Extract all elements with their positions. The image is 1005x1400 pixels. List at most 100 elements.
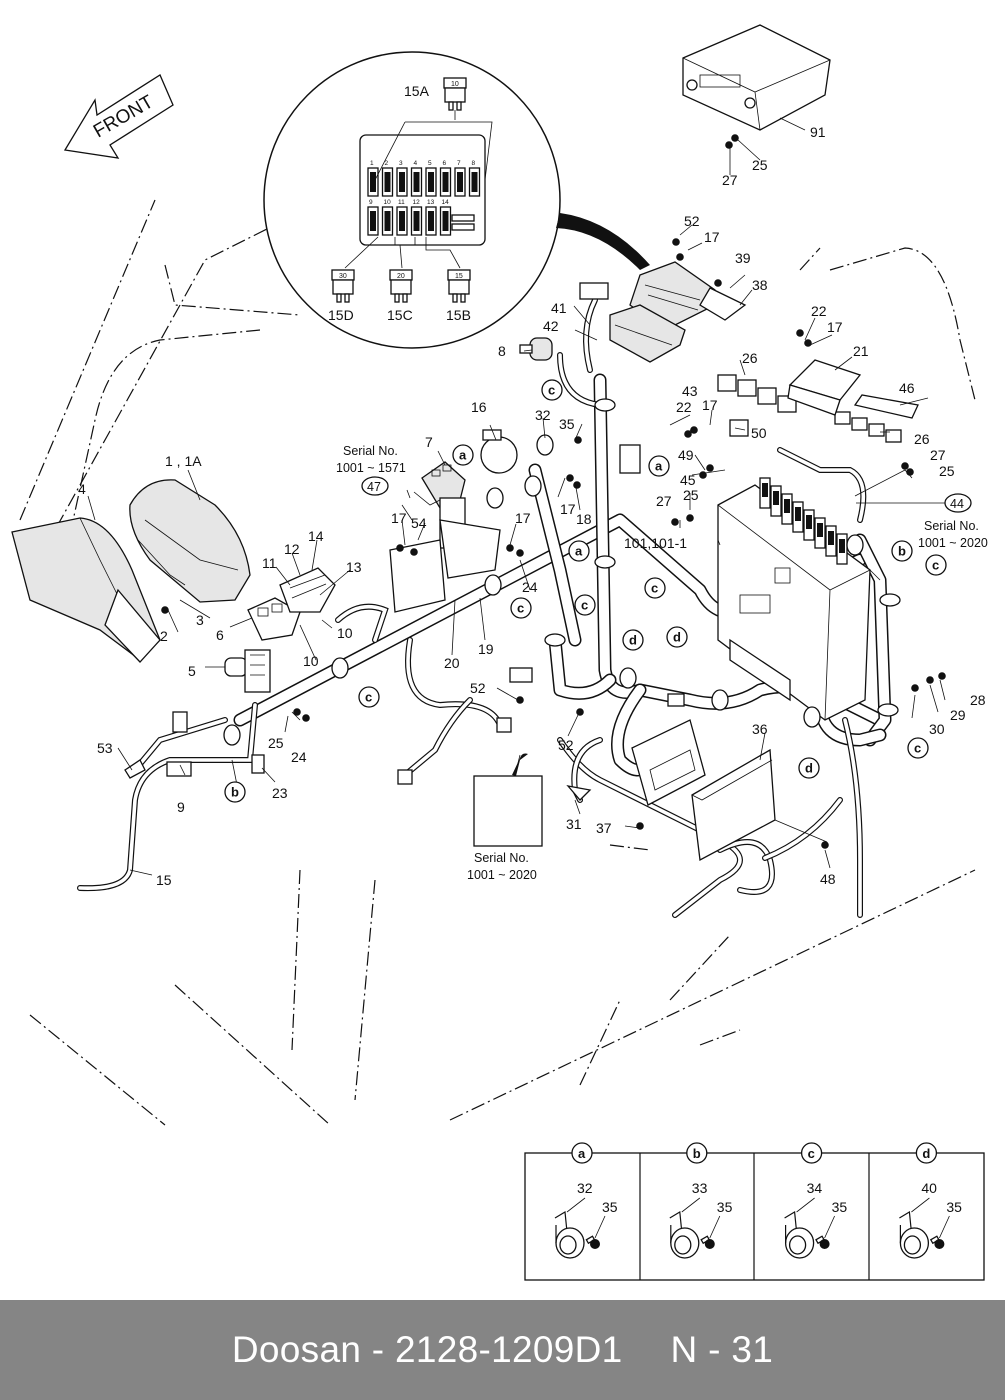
serial-note-47: Serial No. 1001 ~ 1571 47 xyxy=(336,444,406,496)
svg-text:c: c xyxy=(932,558,939,573)
part-101-ecu xyxy=(717,477,871,721)
bolt-icon xyxy=(684,430,692,438)
svg-text:1001 ~ 2020: 1001 ~ 2020 xyxy=(467,868,537,882)
callout-26b: 26 xyxy=(914,431,930,447)
callout-49: 49 xyxy=(678,447,694,463)
bolt-icon xyxy=(676,253,684,261)
bolt-icon xyxy=(706,464,714,472)
svg-text:1001 ~ 1571: 1001 ~ 1571 xyxy=(336,461,406,475)
svg-text:7: 7 xyxy=(457,160,461,167)
svg-text:b: b xyxy=(898,544,906,559)
callout-17e: 17 xyxy=(702,397,718,413)
callout-12: 12 xyxy=(284,541,300,557)
serial-note-44: 44 Serial No. 1001 ~ 2020 xyxy=(918,493,988,550)
part-8-alarm xyxy=(519,337,553,361)
callout-22a: 22 xyxy=(811,303,827,319)
svg-text:c: c xyxy=(548,383,555,398)
clamp-ref-c: c xyxy=(644,577,666,599)
legend-clamp-number: 34 xyxy=(807,1180,823,1196)
bolt-icon xyxy=(585,1235,600,1249)
callout-22b: 22 xyxy=(676,399,692,415)
callout-37: 37 xyxy=(596,820,612,836)
legend-clamp-number: 33 xyxy=(692,1180,708,1196)
callout-5: 5 xyxy=(188,663,196,679)
legend-bolt-number: 35 xyxy=(602,1199,618,1215)
part-16-buzzer xyxy=(480,429,518,474)
fuse-slot: 5 xyxy=(425,160,437,197)
svg-text:30: 30 xyxy=(339,273,347,280)
clamp-ref-c: c xyxy=(907,737,929,759)
callout-16: 16 xyxy=(471,399,487,415)
ecu-relay-core xyxy=(817,523,823,537)
callout-24a: 24 xyxy=(522,579,538,595)
svg-text:10: 10 xyxy=(451,81,459,88)
callout-23: 23 xyxy=(272,785,288,801)
fuse-slot: 13 xyxy=(425,199,437,236)
callout-52b: 52 xyxy=(470,680,486,696)
clamp-ref-d: d xyxy=(622,629,644,651)
clamp-icon xyxy=(554,1197,606,1259)
ecu-relay-core xyxy=(784,499,790,513)
svg-text:20: 20 xyxy=(397,273,405,280)
callout-27b: 27 xyxy=(656,493,672,509)
bolt-icon xyxy=(796,329,804,337)
callout-42: 42 xyxy=(543,318,559,334)
clamp-icon xyxy=(899,1197,950,1259)
harness-connectors xyxy=(124,444,685,785)
legend-key: c xyxy=(808,1146,815,1161)
callout-39: 39 xyxy=(735,250,751,266)
bolt-icon xyxy=(700,1235,715,1249)
callout-11: 11 xyxy=(262,555,277,571)
fuse-slot: 8 xyxy=(468,160,481,197)
svg-text:2: 2 xyxy=(385,160,389,167)
part-5-key-switch xyxy=(224,649,271,693)
callout-20: 20 xyxy=(444,655,460,671)
svg-text:a: a xyxy=(459,448,467,463)
part-26-relays xyxy=(717,374,902,443)
svg-text:c: c xyxy=(651,581,658,596)
fuse-icon-15c: 20 xyxy=(389,269,413,303)
callout-50: 50 xyxy=(751,425,767,441)
clamp-ref-c: c xyxy=(358,686,380,708)
bolt-icon xyxy=(576,708,584,716)
bolt-icon xyxy=(804,339,812,347)
callout-17c: 17 xyxy=(560,501,576,517)
legend-key: d xyxy=(922,1146,930,1161)
callout-45: 45 xyxy=(680,472,696,488)
bolt-icon xyxy=(815,1235,830,1249)
svg-text:Serial No.: Serial No. xyxy=(343,444,398,458)
part-47-bracket xyxy=(389,519,501,613)
svg-text:c: c xyxy=(581,598,588,613)
fuse-slot: 3 xyxy=(396,160,408,197)
svg-text:6: 6 xyxy=(443,160,447,167)
callout-17b: 17 xyxy=(515,510,531,526)
callout-48: 48 xyxy=(820,871,836,887)
clamp-ref-d: d xyxy=(798,757,820,779)
part-4-cover xyxy=(11,517,161,663)
serial-ref-47: 47 xyxy=(367,480,381,494)
part-91-radio xyxy=(682,24,831,131)
callout-25d: 25 xyxy=(939,463,955,479)
part-43-relay-block xyxy=(579,261,747,363)
legend-bolt-number: 35 xyxy=(717,1199,733,1215)
bolt-icon xyxy=(686,514,694,522)
legend-key: b xyxy=(693,1146,701,1161)
fuse-slot: 2 xyxy=(381,160,394,197)
legend-clamp-number: 32 xyxy=(577,1180,593,1196)
callout-52d: 52 xyxy=(684,213,700,229)
callout-18: 18 xyxy=(576,511,592,527)
bolt-icon xyxy=(506,544,514,552)
legend-key-marker xyxy=(915,1142,938,1164)
callout-4: 4 xyxy=(78,481,86,497)
bolt-icon xyxy=(396,544,404,552)
ecu-relay-core xyxy=(839,539,845,553)
callout-43: 43 xyxy=(682,383,698,399)
callout-52c: 52 xyxy=(558,737,574,753)
bolt-icon xyxy=(699,471,707,479)
fuse-label-15a: 15A xyxy=(404,83,430,99)
svg-text:c: c xyxy=(365,690,372,705)
